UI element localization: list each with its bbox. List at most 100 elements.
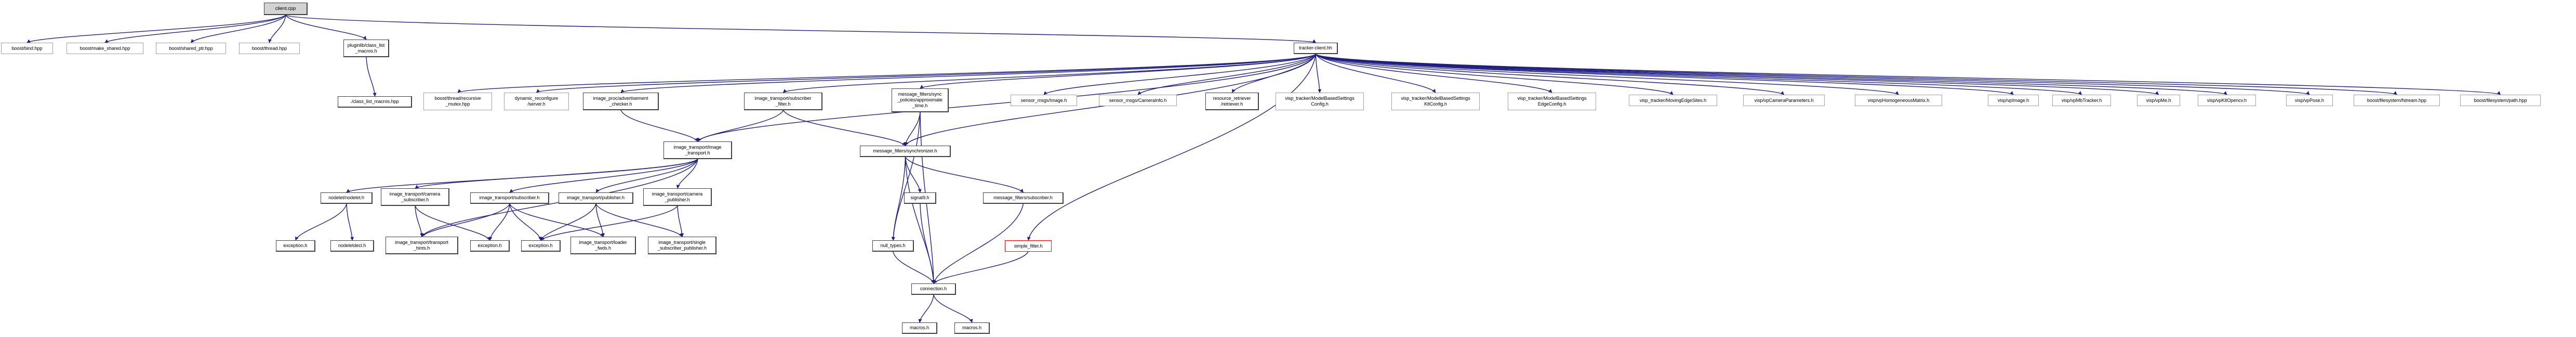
graph-node-boost-shared-ptr[interactable]: boost/shared_ptr.hpp <box>156 43 226 54</box>
graph-edge-it-publisher-h-to-it-loader-fwds <box>595 203 605 237</box>
graph-node-it-single-sub-pub[interactable]: image_transport/single _subscriber_publi… <box>648 237 716 254</box>
graph-node-boost-thread[interactable]: boost/thread.hpp <box>239 43 300 54</box>
graph-edge-it-camera-subscriber-to-it-transport-hints <box>415 205 424 237</box>
graph-edge-it-publisher-h-to-it-single-sub-pub <box>595 203 683 237</box>
graph-node-vp-me[interactable]: visp/vpMe.h <box>2137 95 2180 106</box>
graph-edge-nodelet-nodelet-to-exception-a <box>295 203 347 241</box>
graph-node-it-loader-fwds[interactable]: image_transport/loader _fwds.h <box>570 237 636 254</box>
graph-node-nodeletdecl[interactable]: nodeletdecl.h <box>330 240 374 252</box>
graph-edge-simple-filter-to-connection-h <box>933 251 1029 284</box>
graph-node-simple-filter[interactable]: simple_filter.h <box>1005 240 1052 252</box>
graph-node-class-list-macros-hpp[interactable]: ./class_list_macros.hpp <box>338 96 412 108</box>
graph-node-boost-make-shared[interactable]: boost/make_shared.hpp <box>67 43 143 54</box>
graph-node-moving-edge-sites[interactable]: visp_tracker/MovingEdgeSites.h <box>1629 95 1717 106</box>
graph-edge-mf-approx-time-to-null-types <box>891 112 921 241</box>
graph-node-dynamic-reconfigure[interactable]: dynamic_reconfigure /server.h <box>504 93 569 110</box>
graph-node-mbs-klt-config[interactable]: visp_tracker/ModelBasedSettings KltConfi… <box>1391 93 1480 110</box>
graph-edge-mf-synchronizer-to-connection-h <box>905 157 936 284</box>
graph-edge-client-cpp-to-boost-shared-ptr <box>190 15 286 43</box>
graph-edge-it-camera-publisher-to-exception-c <box>540 205 678 241</box>
graph-node-it-subscriber-h[interactable]: image_transport/subscriber.h <box>470 192 549 204</box>
graph-node-sensor-msgs-caminfo[interactable]: sensor_msgs/CameraInfo.h <box>1099 95 1177 106</box>
graph-node-vp-homog-matrix[interactable]: visp/vpHomogeneousMatrix.h <box>1855 95 1942 106</box>
graph-node-vp-pose[interactable]: visp/vpPose.h <box>2286 95 2333 106</box>
graph-node-it-subscriber-filter[interactable]: image_transport/subscriber _filter.h <box>744 93 822 110</box>
graph-edge-tracker-client-hh-to-vp-camera-params <box>1315 54 1785 95</box>
graph-edge-it-subscriber-filter-to-mf-synchronizer <box>782 110 906 146</box>
graph-node-vp-klt-opencv[interactable]: visp/vpKltOpencv.h <box>2198 95 2256 106</box>
graph-edge-signal9-h-to-connection-h <box>920 203 936 284</box>
graph-edge-tracker-client-hh-to-dynamic-reconfigure <box>536 54 1317 93</box>
graph-edge-tracker-client-hh-to-simple-filter <box>1027 54 1317 241</box>
graph-edge-tracker-client-hh-to-image-proc-adv <box>620 54 1317 93</box>
graph-node-image-proc-adv[interactable]: image_proc/advertisement _checker.h <box>583 93 659 110</box>
graph-edge-tracker-client-hh-to-vp-mb-tracker <box>1315 54 2082 95</box>
graph-edge-nodelet-nodelet-to-nodeletdecl <box>346 203 354 241</box>
graph-edge-client-cpp-to-boost-bind <box>26 15 286 43</box>
graph-edge-tracker-client-hh-to-moving-edge-sites <box>1315 54 1674 95</box>
graph-edge-it-subscriber-h-to-exception-c <box>509 203 542 241</box>
graph-edge-client-cpp-to-boost-make-shared <box>104 15 286 43</box>
graph-node-signal9-h[interactable]: signal9.h <box>904 192 936 204</box>
graph-node-resource-retriever[interactable]: resource_retriever /retriever.h <box>1205 93 1259 110</box>
graph-edge-pluginlib-class-list-to-class-list-macros-hpp <box>366 57 377 97</box>
graph-edge-tracker-client-hh-to-boost-fs-path <box>1315 54 2501 95</box>
graph-edge-it-camera-publisher-to-it-single-sub-pub <box>677 205 684 237</box>
graph-node-exception-b[interactable]: exception.h <box>470 240 510 252</box>
graph-edge-tracker-client-hh-to-sensor-msgs-caminfo <box>1137 54 1317 95</box>
graph-node-sensor-msgs-image[interactable]: sensor_msgs/Image.h <box>1011 95 1077 106</box>
graph-edge-mf-approx-time-to-mf-synchronizer <box>904 112 921 146</box>
graph-node-it-publisher-h[interactable]: image_transport/publisher.h <box>559 192 633 204</box>
graph-node-tracker-client-hh[interactable]: tracker-client.hh <box>1294 43 1338 54</box>
graph-edge-tracker-client-hh-to-vp-klt-opencv <box>1315 54 2227 95</box>
graph-edge-null-types-to-connection-h <box>893 251 935 284</box>
graph-node-nodelet-nodelet[interactable]: nodelet/nodelet.h <box>321 192 373 204</box>
graph-edge-tracker-client-hh-to-mbs-edge-config <box>1315 54 1552 93</box>
graph-edge-mf-synchronizer-to-null-types <box>891 157 906 241</box>
graph-edge-it-subscriber-h-to-it-loader-fwds <box>509 203 604 237</box>
graph-node-boost-bind[interactable]: boost/bind.hpp <box>1 43 53 54</box>
graph-node-connection-h[interactable]: connection.h <box>911 283 956 295</box>
graph-node-vp-mb-tracker[interactable]: visp/vpMbTracker.h <box>2052 95 2111 106</box>
graph-node-it-camera-publisher[interactable]: image_transport/camera _publisher.h <box>643 188 712 206</box>
graph-node-boost-fs-path[interactable]: boost/filesystem/path.hpp <box>2460 95 2541 106</box>
graph-edge-it-camera-subscriber-to-exception-b <box>415 205 490 241</box>
graph-edge-it-subscriber-filter-to-it-image-transport <box>697 110 784 142</box>
graph-edge-it-image-transport-to-nodelet-nodelet <box>346 159 698 193</box>
graph-edge-it-subscriber-h-to-exception-b <box>488 203 510 241</box>
graph-edge-client-cpp-to-boost-thread <box>268 15 286 43</box>
graph-edge-tracker-client-hh-to-sensor-msgs-image <box>1043 54 1317 95</box>
graph-edge-mf-synchronizer-to-mf-subscriber <box>905 157 1024 193</box>
graph-node-null-types[interactable]: null_types.h <box>872 240 914 252</box>
graph-node-it-camera-subscriber[interactable]: image_transport/camera _subscriber.h <box>381 188 449 206</box>
graph-edge-it-image-transport-to-it-subscriber-h <box>509 159 698 193</box>
graph-node-pluginlib-class-list[interactable]: pluginlib/class_list _macros.h <box>343 40 389 57</box>
graph-node-vp-camera-params[interactable]: visp/vpCameraParameters.h <box>1743 95 1825 106</box>
graph-node-mf-approx-time[interactable]: message_filters/sync _policies/approxima… <box>892 88 949 112</box>
graph-node-mf-synchronizer[interactable]: message_filters/synchronizer.h <box>860 146 951 157</box>
graph-edge-tracker-client-hh-to-vp-image <box>1315 54 2014 95</box>
graph-node-it-image-transport[interactable]: image_transport/image _transport.h <box>663 141 732 159</box>
graph-node-boost-recursive-mutex[interactable]: boost/thread/recursive _mutex.hpp <box>423 93 492 110</box>
graph-edge-mf-synchronizer-to-signal9-h <box>905 157 922 193</box>
graph-edge-tracker-client-hh-to-mf-approx-time <box>920 54 1317 89</box>
graph-node-boost-fs-fstream[interactable]: boost/filesystem/fstream.hpp <box>2354 95 2440 106</box>
graph-edge-tracker-client-hh-to-vp-me <box>1315 54 2159 95</box>
graph-node-client-cpp[interactable]: client.cpp <box>264 3 308 15</box>
graph-edge-tracker-client-hh-to-mbs-config <box>1315 54 1322 93</box>
graph-node-exception-a[interactable]: exception.h <box>276 240 315 252</box>
graph-node-macros-a[interactable]: macros.h <box>902 322 937 334</box>
graph-node-vp-image[interactable]: visp/vpImage.h <box>1988 95 2039 106</box>
graph-node-it-transport-hints[interactable]: image_transport/transport _hints.h <box>386 237 458 254</box>
graph-edge-tracker-client-hh-to-boost-recursive-mutex <box>457 54 1317 93</box>
graph-node-mf-subscriber[interactable]: message_filters/subscriber.h <box>983 192 1064 204</box>
graph-node-mbs-edge-config[interactable]: visp_tracker/ModelBasedSettings EdgeConf… <box>1508 93 1596 110</box>
graph-node-exception-c[interactable]: exception.h <box>521 240 561 252</box>
graph-edge-tracker-client-hh-to-vp-homog-matrix <box>1315 54 1899 95</box>
graph-edge-image-proc-adv-to-it-image-transport <box>620 110 698 142</box>
graph-node-macros-b[interactable]: macros.h <box>954 322 990 334</box>
graph-node-mbs-config[interactable]: visp_tracker/ModelBasedSettings Config.h <box>1276 93 1364 110</box>
graph-edge-client-cpp-to-pluginlib-class-list <box>285 15 367 40</box>
graph-edge-it-image-transport-to-it-camera-publisher <box>676 159 698 189</box>
